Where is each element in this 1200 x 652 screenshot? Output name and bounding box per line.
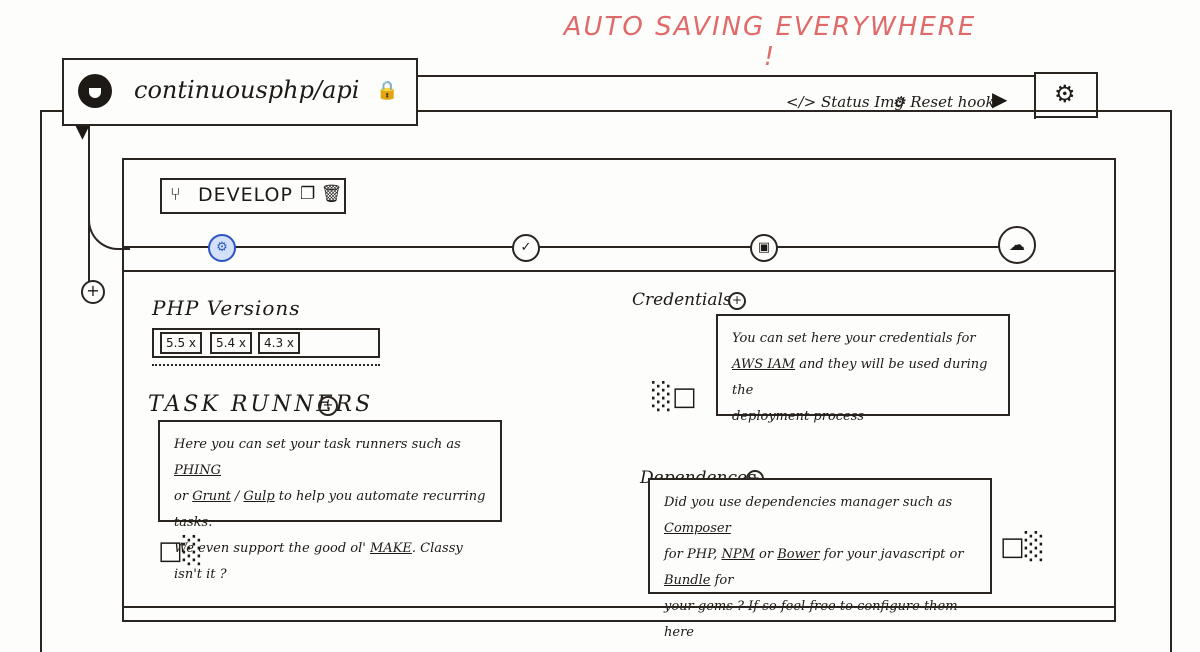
gulp-link[interactable]: Gulp — [243, 489, 275, 504]
project-name[interactable]: continuousphp/api — [134, 76, 360, 104]
bower-link[interactable]: Bower — [777, 547, 820, 562]
task-runners-title: TASK RUNNERS — [148, 392, 374, 417]
pipeline-line — [124, 246, 1004, 248]
project-header: continuousphp/api 🔒 — [62, 58, 418, 126]
auto-saving-banner: AUTO SAVING EVERYWHERE ! — [563, 12, 977, 72]
play-icon[interactable]: ▶ — [992, 87, 1008, 111]
add-branch-button[interactable]: + — [81, 280, 105, 304]
lock-icon: 🔒 — [376, 80, 399, 101]
branch-tag: ⑂ DEVELOP ❐ 🗑 — [160, 178, 346, 214]
branch-name: DEVELOP — [198, 184, 293, 206]
stage-test-icon[interactable]: ✓ — [512, 234, 540, 262]
credentials-title: Credentials — [632, 290, 732, 310]
help-line: or Grunt / Gulp to help you automate rec… — [174, 489, 486, 530]
php-versions-title: PHP Versions — [152, 296, 301, 320]
stage-deploy-cloud-icon[interactable]: ☁ — [998, 226, 1036, 264]
settings-button[interactable]: ⚙ — [1034, 72, 1098, 118]
add-task-runner-button[interactable]: + — [318, 396, 338, 416]
php-version-chip[interactable]: 4.3 x — [258, 332, 300, 354]
php-versions-input[interactable]: 5.5 x 5.4 x 4.3 x — [152, 328, 380, 358]
help-line: Did you use dependencies manager such as… — [664, 495, 953, 536]
help-line: deployment process — [732, 409, 865, 424]
dependencies-help-bubble: Did you use dependencies manager such as… — [648, 478, 992, 640]
aws-iam-link[interactable]: AWS IAM — [732, 357, 796, 372]
credentials-help-bubble: You can set here your credentials for AW… — [716, 314, 1010, 424]
divider — [124, 270, 1114, 272]
branch-icon: ⑂ — [170, 184, 181, 205]
help-line: your gems ? If so feel free to configure… — [664, 599, 958, 640]
php-version-chip[interactable]: 5.4 x — [210, 332, 252, 354]
reset-hook-label: Reset hook — [910, 93, 995, 111]
composer-link[interactable]: Composer — [664, 521, 731, 536]
make-link[interactable]: MAKE — [370, 541, 412, 556]
hook-icon: ⚙ — [892, 93, 906, 111]
phing-link[interactable]: PHING — [174, 463, 221, 478]
wavy-underline — [152, 364, 380, 366]
branch-actions: ❐ 🗑 — [300, 184, 342, 204]
help-line: Here you can set your task runners such … — [174, 437, 461, 478]
php-version-chip[interactable]: 5.5 x — [160, 332, 202, 354]
help-line: We even support the good ol' MAKE. Class… — [174, 541, 463, 582]
stage-package-icon[interactable]: ▣ — [750, 234, 778, 262]
npm-link[interactable]: NPM — [721, 547, 755, 562]
desk-doodle-icon: □░ — [158, 536, 203, 566]
gear-icon: ⚙ — [1054, 80, 1076, 108]
help-line: You can set here your credentials for — [732, 331, 976, 346]
branch-panel: ⑂ DEVELOP ❐ 🗑 ⚙ ✓ ▣ ☁ PHP Versions 5.5 x… — [122, 158, 1116, 640]
copy-icon[interactable]: ❐ — [300, 184, 316, 204]
bundler-link[interactable]: Bundle — [664, 573, 711, 588]
status-img-button[interactable]: </> Status Img — [786, 93, 905, 111]
grunt-link[interactable]: Grunt — [192, 489, 231, 504]
add-credential-button[interactable]: + — [728, 292, 746, 310]
app-window — [40, 110, 1172, 652]
trash-icon[interactable]: 🗑 — [320, 184, 343, 204]
desk-doodle-icon: ░□ — [652, 382, 697, 412]
reset-hook-button[interactable]: ⚙ Reset hook — [892, 93, 995, 111]
github-octocat-icon — [78, 74, 112, 108]
project-toolbar: </> Status Img ⚙ Reset hook ▶ — [414, 75, 1036, 119]
help-line: AWS IAM and they will be used during the — [732, 357, 988, 398]
pipeline: ⚙ ✓ ▣ ☁ — [124, 226, 1114, 264]
task-runners-help-bubble: Here you can set your task runners such … — [158, 420, 502, 582]
desk-doodle-icon: □░ — [1000, 532, 1045, 562]
help-line: for PHP, NPM or Bower for your javascrip… — [664, 547, 964, 588]
stage-build-icon[interactable]: ⚙ — [208, 234, 236, 262]
divider — [124, 606, 1114, 608]
